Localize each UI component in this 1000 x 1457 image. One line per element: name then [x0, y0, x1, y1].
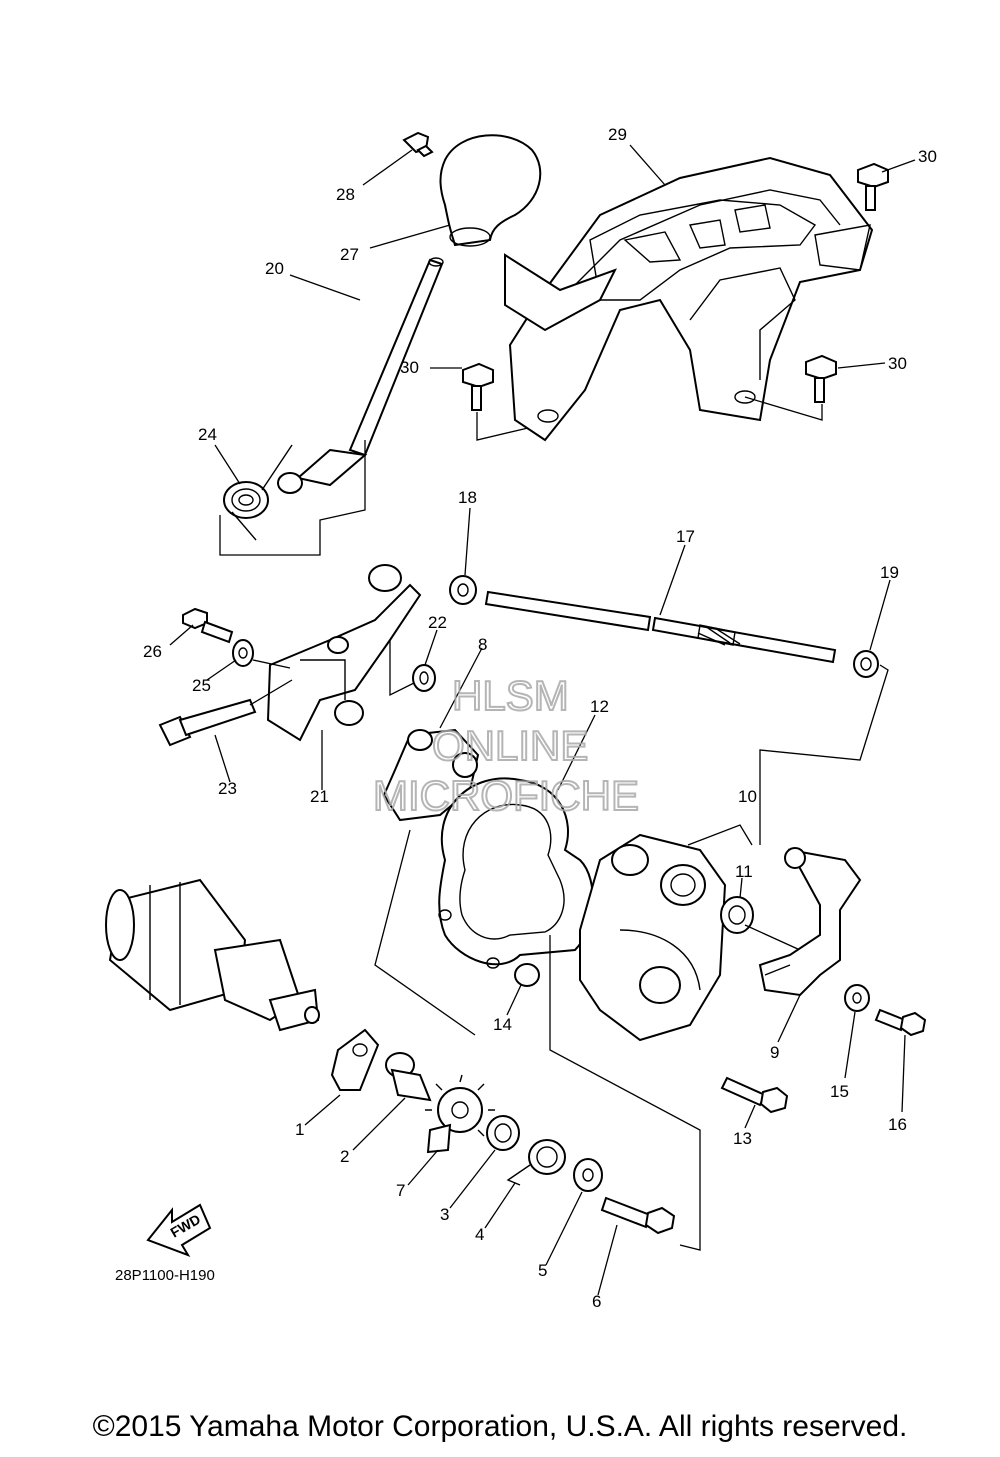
- shift-arm-bracket: [266, 564, 422, 742]
- callout-1: 1: [295, 1120, 304, 1139]
- star-segment-7: [425, 1074, 495, 1154]
- callout-7: 7: [396, 1181, 405, 1200]
- callout-labels: 1 2 3 4 5 6 7 8 9 10 11 12 13 14 15 16 1…: [143, 125, 937, 1311]
- callout-2: 2: [340, 1147, 349, 1166]
- callout-30-top: 30: [918, 147, 937, 166]
- washer-25: [232, 639, 291, 669]
- shift-drum: [105, 878, 320, 1032]
- washer-15: [844, 984, 870, 1012]
- collar-2: [385, 1052, 432, 1102]
- callout-5: 5: [538, 1261, 547, 1280]
- callout-22: 22: [428, 613, 447, 632]
- copyright-notice: ©2015 Yamaha Motor Corporation, U.S.A. A…: [92, 1410, 908, 1443]
- bolt-26: [182, 607, 234, 644]
- drawing-code: 28P1100-H190: [115, 1267, 215, 1284]
- callout-3: 3: [440, 1205, 449, 1224]
- callout-14: 14: [493, 1015, 512, 1034]
- shift-lever-cover: [504, 156, 874, 442]
- callout-9: 9: [770, 1043, 779, 1062]
- callout-13: 13: [733, 1129, 752, 1148]
- oil-seal-11: [720, 896, 801, 951]
- callout-15: 15: [830, 1082, 849, 1101]
- nut-19: [759, 650, 889, 845]
- callout-28: 28: [336, 185, 355, 204]
- shift-arm-9: [758, 847, 862, 997]
- watermark-line-2: ONLINE: [432, 722, 588, 769]
- washer-5: [573, 1158, 603, 1192]
- callout-10: 10: [738, 787, 757, 806]
- callout-30-right: 30: [888, 354, 907, 373]
- washer-3: [486, 1115, 520, 1151]
- bolt-30-top: [857, 162, 889, 211]
- shift-cover-10: [579, 824, 753, 1042]
- bolt-23: [158, 679, 293, 747]
- callout-24: 24: [198, 425, 217, 444]
- watermark-line-1: HLSM: [452, 672, 569, 719]
- shift-segment-8: [374, 728, 480, 1036]
- fwd-arrow-icon: FWD: [146, 1203, 212, 1257]
- callout-12: 12: [590, 697, 609, 716]
- stopper-lever-1: [330, 1028, 380, 1091]
- bolt-6: [600, 1196, 676, 1235]
- callout-8: 8: [478, 635, 487, 654]
- shift-rod-17: [484, 590, 837, 664]
- callout-25: 25: [192, 676, 211, 695]
- callout-27: 27: [340, 245, 359, 264]
- callout-29: 29: [608, 125, 627, 144]
- bolt-13: [549, 935, 789, 1251]
- callout-23: 23: [218, 779, 237, 798]
- callout-4: 4: [475, 1225, 484, 1244]
- callout-20: 20: [265, 259, 284, 278]
- washer-22: [412, 664, 436, 692]
- spring-4: [506, 1139, 566, 1186]
- callout-11: 11: [735, 862, 753, 881]
- callout-21: 21: [310, 787, 329, 806]
- shift-lever-rod: [219, 257, 444, 556]
- dowel-pin-14: [514, 963, 540, 987]
- callout-18: 18: [458, 488, 477, 507]
- shift-knob: [439, 134, 542, 247]
- callout-17: 17: [676, 527, 695, 546]
- nut-18: [449, 575, 477, 605]
- bolt-16: [874, 1008, 927, 1037]
- callout-30-left: 30: [400, 358, 419, 377]
- callout-6: 6: [592, 1292, 601, 1311]
- torsion-spring-24: [223, 444, 293, 541]
- watermark-line-3: MICROFICHE: [373, 772, 639, 819]
- callout-19: 19: [880, 563, 899, 582]
- bolt-30-right: [805, 354, 837, 403]
- callout-16: 16: [888, 1115, 907, 1134]
- callout-26: 26: [143, 642, 162, 661]
- leader-lines: [169, 144, 916, 1296]
- watermark: HLSM ONLINE MICROFICHE: [372, 671, 640, 820]
- bolt-30-left: [462, 362, 494, 411]
- knob-screw: [402, 131, 434, 158]
